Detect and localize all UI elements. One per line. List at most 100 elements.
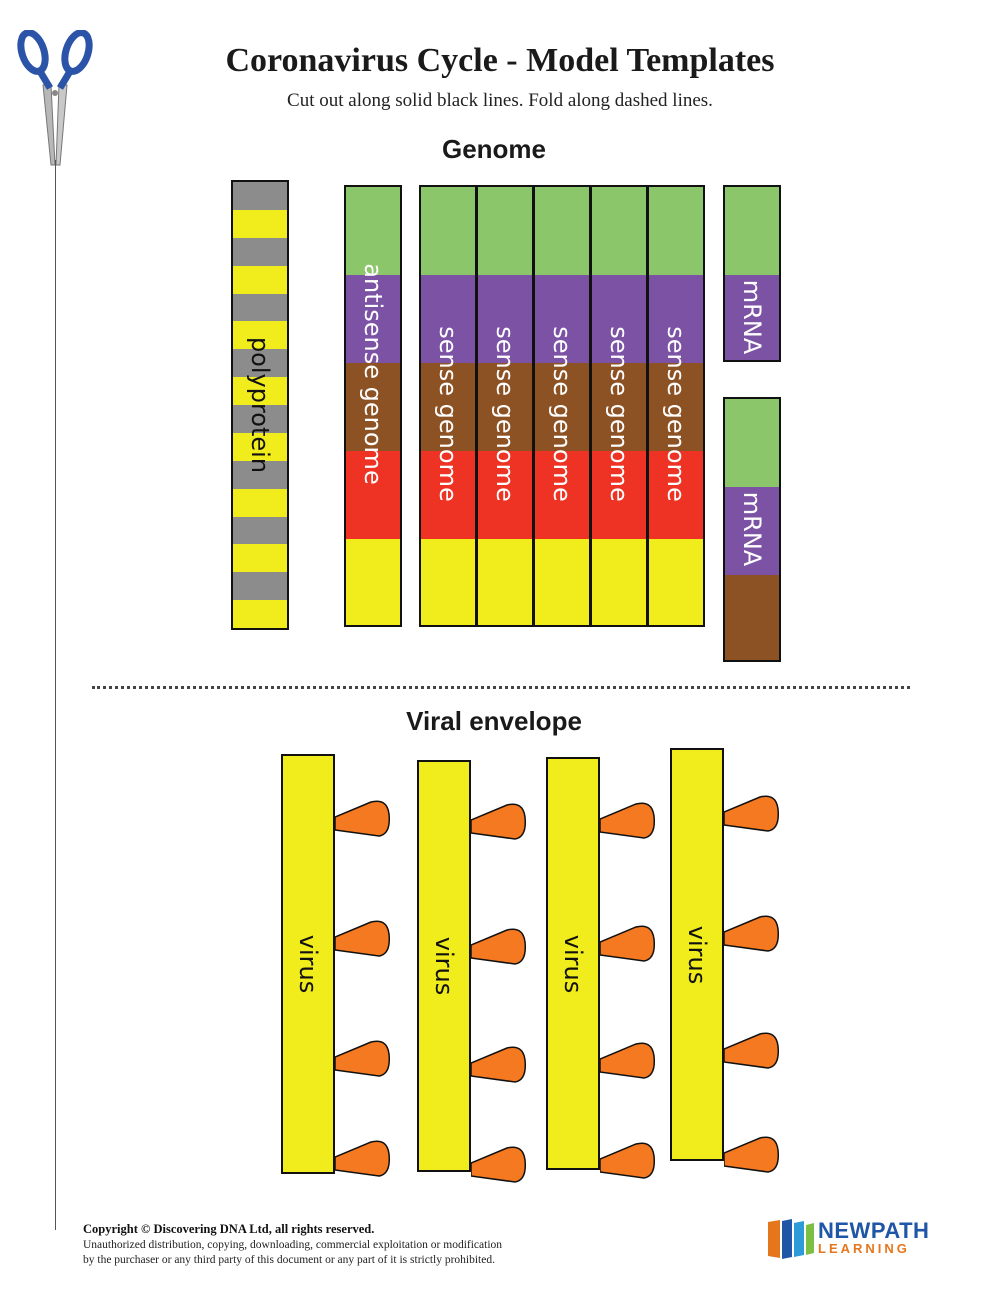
segment-yellow <box>478 539 532 625</box>
polyprotein-band <box>233 321 287 350</box>
sense-genome-label: sense genome <box>605 326 633 502</box>
spike-protein-tab <box>724 1032 780 1069</box>
segment-green <box>478 187 532 275</box>
antisense-genome-strip: antisense genome <box>344 185 402 627</box>
segment-green <box>346 187 400 275</box>
sense-genome-label: sense genome <box>434 326 462 502</box>
scissors-icon <box>17 30 93 166</box>
polyprotein-label: polyprotein <box>246 336 274 474</box>
segment-green <box>592 187 646 275</box>
segment-brown <box>478 363 532 451</box>
polyprotein-band <box>233 182 287 211</box>
segment-brown <box>535 363 589 451</box>
polyprotein-band <box>233 544 287 573</box>
polyprotein-band <box>233 516 287 545</box>
segment-red <box>535 451 589 539</box>
sense-genome-strip-4: sense genome <box>590 185 648 627</box>
notice-line-2: by the purchaser or any third party of t… <box>83 1254 495 1266</box>
segment-brown <box>592 363 646 451</box>
polyprotein-band <box>233 377 287 406</box>
sense-genome-strip-3: sense genome <box>533 185 591 627</box>
segment-red <box>346 451 400 539</box>
spike-protein-tab <box>471 1046 527 1083</box>
virus-label: virus <box>559 934 587 993</box>
segment-purple <box>592 275 646 363</box>
spike-protein-tab <box>600 925 656 962</box>
spike-protein-tab <box>471 928 527 965</box>
segment-green <box>421 187 475 275</box>
viral-envelope-heading: Viral envelope <box>406 706 582 736</box>
segment-brown <box>649 363 703 451</box>
polyprotein-strip: polyprotein <box>231 180 289 630</box>
virus-envelope-strip-2: virus <box>417 760 471 1172</box>
polyprotein-band <box>233 209 287 239</box>
logo-name-line2: LEARNING <box>818 1241 910 1256</box>
spike-protein-tab <box>724 795 780 832</box>
segment-purple <box>346 275 400 363</box>
segment-yellow <box>346 539 400 625</box>
polyprotein-band <box>233 293 287 322</box>
cut-line-vertical <box>55 160 56 1230</box>
segment-green <box>649 187 703 275</box>
spike-protein-tab <box>724 1136 780 1173</box>
segment-yellow <box>592 539 646 625</box>
sense-genome-strip-2: sense genome <box>476 185 534 627</box>
segment-yellow <box>421 539 475 625</box>
segment-green <box>535 187 589 275</box>
segment-green <box>725 187 779 275</box>
polyprotein-band <box>233 572 287 601</box>
spike-protein-tab <box>335 800 391 837</box>
virus-label: virus <box>683 925 711 984</box>
segment-yellow <box>649 539 703 625</box>
virus-label: virus <box>294 934 322 994</box>
page-title: Coronavirus Cycle - Model Templates <box>225 42 775 79</box>
segment-purple <box>421 275 475 363</box>
mrna-label: mRNA <box>738 491 766 567</box>
polyprotein-band <box>233 600 287 628</box>
spike-protein-tab <box>600 802 656 839</box>
spike-protein-tab <box>471 1146 527 1183</box>
segment-red <box>478 451 532 539</box>
segment-brown <box>725 575 779 660</box>
sense-genome-strip-5: sense genome <box>647 185 705 627</box>
mrna-strip-1: mRNA <box>723 185 781 362</box>
virus-envelope-strip-3: virus <box>546 757 600 1170</box>
spike-protein-tab <box>600 1042 656 1079</box>
sense-genome-label: sense genome <box>491 326 519 502</box>
segment-red <box>649 451 703 539</box>
sense-genome-label: sense genome <box>548 326 576 502</box>
polyprotein-band <box>233 237 287 267</box>
segment-brown <box>346 363 400 451</box>
mrna-label: mRNA <box>738 279 766 355</box>
page-instructions: Cut out along solid black lines. Fold al… <box>287 90 713 111</box>
spike-protein-tab <box>724 915 780 952</box>
segment-purple <box>649 275 703 363</box>
spike-protein-tab <box>471 803 527 840</box>
segment-purple <box>535 275 589 363</box>
segment-purple <box>725 487 779 575</box>
spike-protein-tab <box>335 1140 391 1177</box>
notice-line-1: Unauthorized distribution, copying, down… <box>83 1239 503 1251</box>
sense-genome-strip-1: sense genome <box>419 185 477 627</box>
spike-protein-tab <box>600 1142 656 1179</box>
polyprotein-band <box>233 265 287 294</box>
mrna-strip-2: mRNA <box>723 397 781 662</box>
segment-brown <box>421 363 475 451</box>
virus-envelope-strip-4: virus <box>670 748 724 1161</box>
segment-purple <box>725 275 779 360</box>
polyprotein-band <box>233 432 287 462</box>
spike-protein-tab <box>335 920 391 957</box>
polyprotein-band <box>233 460 287 490</box>
segment-red <box>421 451 475 539</box>
virus-envelope-strip-1: virus <box>281 754 335 1174</box>
polyprotein-band <box>233 405 287 434</box>
segment-purple <box>478 275 532 363</box>
segment-green <box>725 399 779 487</box>
segment-red <box>592 451 646 539</box>
polyprotein-band <box>233 488 287 517</box>
spike-protein-tab <box>335 1040 391 1077</box>
antisense-genome-label: antisense genome <box>359 263 387 485</box>
polyprotein-band <box>233 349 287 378</box>
logo-name-line1: NEWPATH <box>818 1218 930 1243</box>
copyright-text: Copyright © Discovering DNA Ltd, all rig… <box>83 1222 375 1236</box>
